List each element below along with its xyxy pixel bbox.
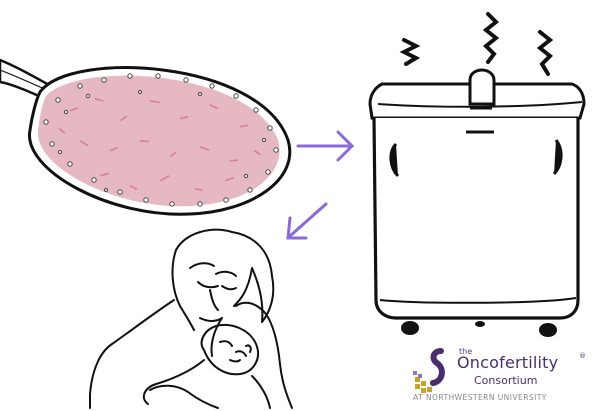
tank-cap bbox=[470, 70, 494, 104]
arrow-down-left-icon bbox=[288, 204, 326, 238]
vapor-center bbox=[486, 14, 496, 62]
arrow-right-icon bbox=[298, 132, 352, 160]
logo-mark-icon bbox=[413, 347, 457, 395]
logo-tagline-text: AT NORTHWESTERN UNIVERSITY bbox=[413, 393, 593, 402]
spoon-with-tissue bbox=[0, 60, 290, 214]
tank-wheel-left bbox=[401, 321, 419, 335]
oncofertility-logo[interactable]: the Oncofertility ® Consortium AT NORTHW… bbox=[413, 347, 593, 409]
mother-and-baby bbox=[90, 230, 292, 408]
tank-wheel-right bbox=[539, 323, 557, 337]
logo-name-text: Oncofertility bbox=[457, 353, 558, 372]
cryo-tank bbox=[370, 70, 584, 337]
mother-face-left bbox=[173, 250, 194, 330]
baby-head bbox=[202, 325, 258, 374]
vapor-left bbox=[404, 40, 416, 64]
logo-consortium-text: Consortium bbox=[474, 374, 537, 387]
mother-shoulder bbox=[90, 300, 174, 408]
tank-wheel-center bbox=[475, 321, 485, 327]
tank-body bbox=[374, 118, 578, 318]
vapor-right bbox=[540, 32, 550, 74]
logo-registered-mark: ® bbox=[579, 352, 586, 360]
vapor-lines bbox=[404, 14, 550, 74]
